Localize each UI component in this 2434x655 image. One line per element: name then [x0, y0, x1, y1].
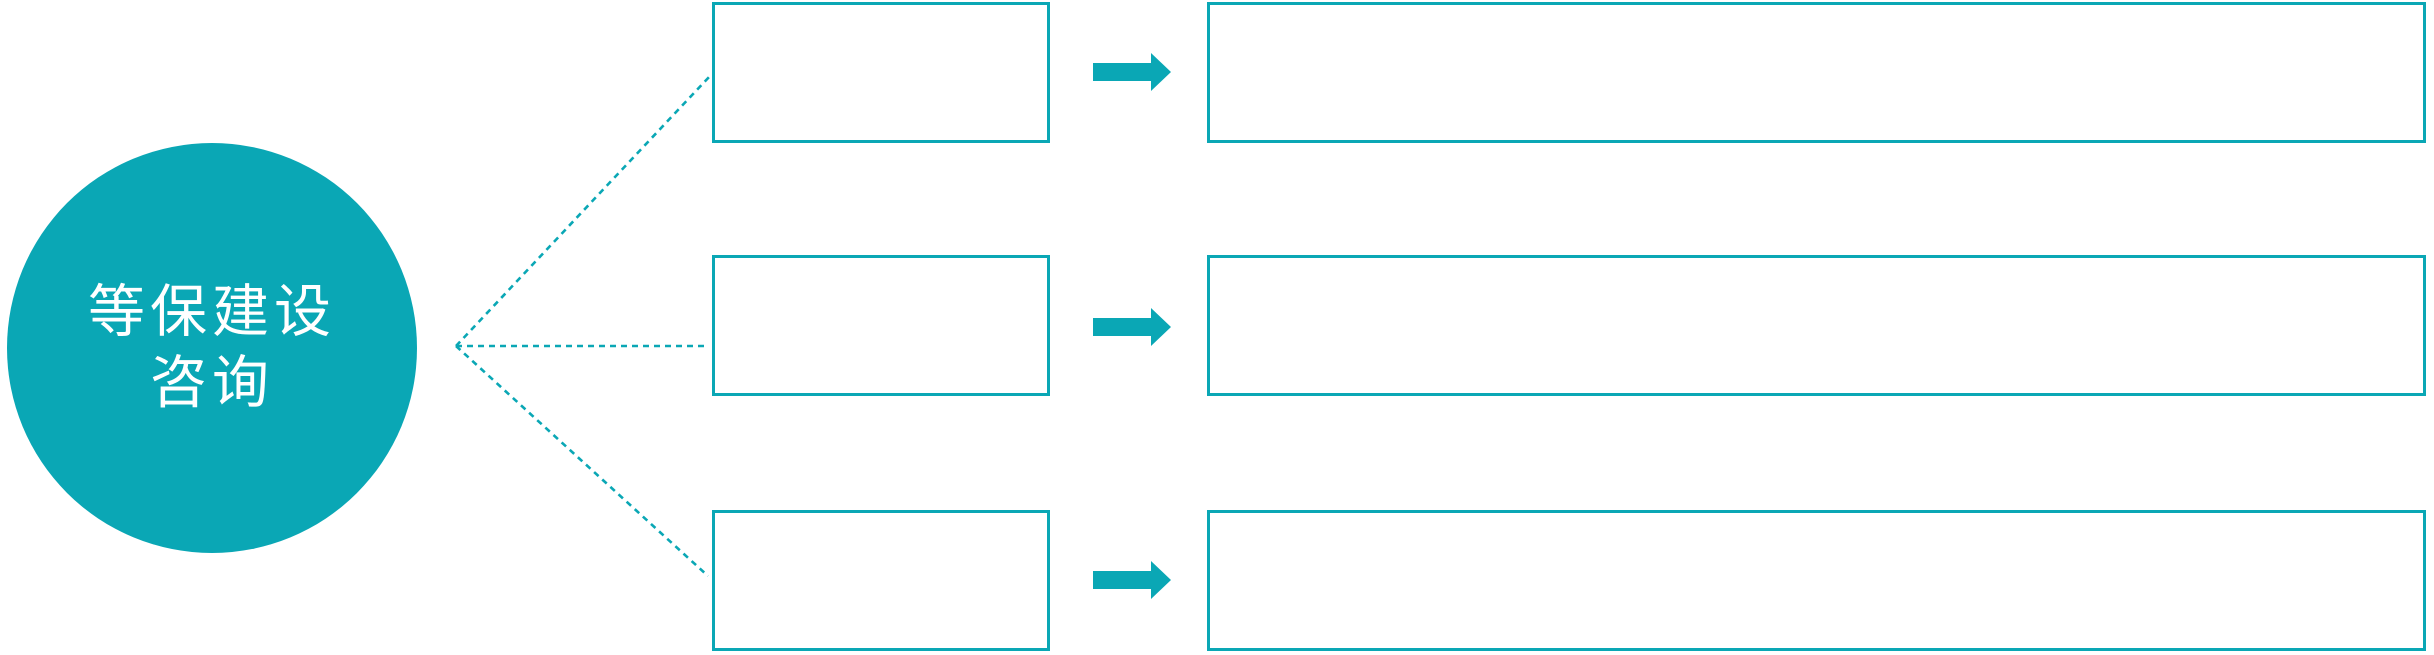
description-box-2 — [1207, 255, 2426, 396]
right-arrow-icon — [1093, 308, 1171, 346]
hub-circle: 等保建设 咨询 — [7, 143, 417, 553]
description-box-3 — [1207, 510, 2426, 651]
description-box-1 — [1207, 2, 2426, 143]
hub-label-line2: 咨询 — [150, 351, 274, 415]
item-box-1 — [712, 2, 1050, 143]
hub-label-line1: 等保建设 — [88, 280, 336, 345]
right-arrow-icon — [1093, 561, 1171, 599]
connector-line-bottom — [455, 345, 709, 577]
right-arrow-icon — [1093, 53, 1171, 91]
item-box-3 — [712, 510, 1050, 651]
connector-line-top — [455, 75, 711, 347]
item-box-2 — [712, 255, 1050, 396]
